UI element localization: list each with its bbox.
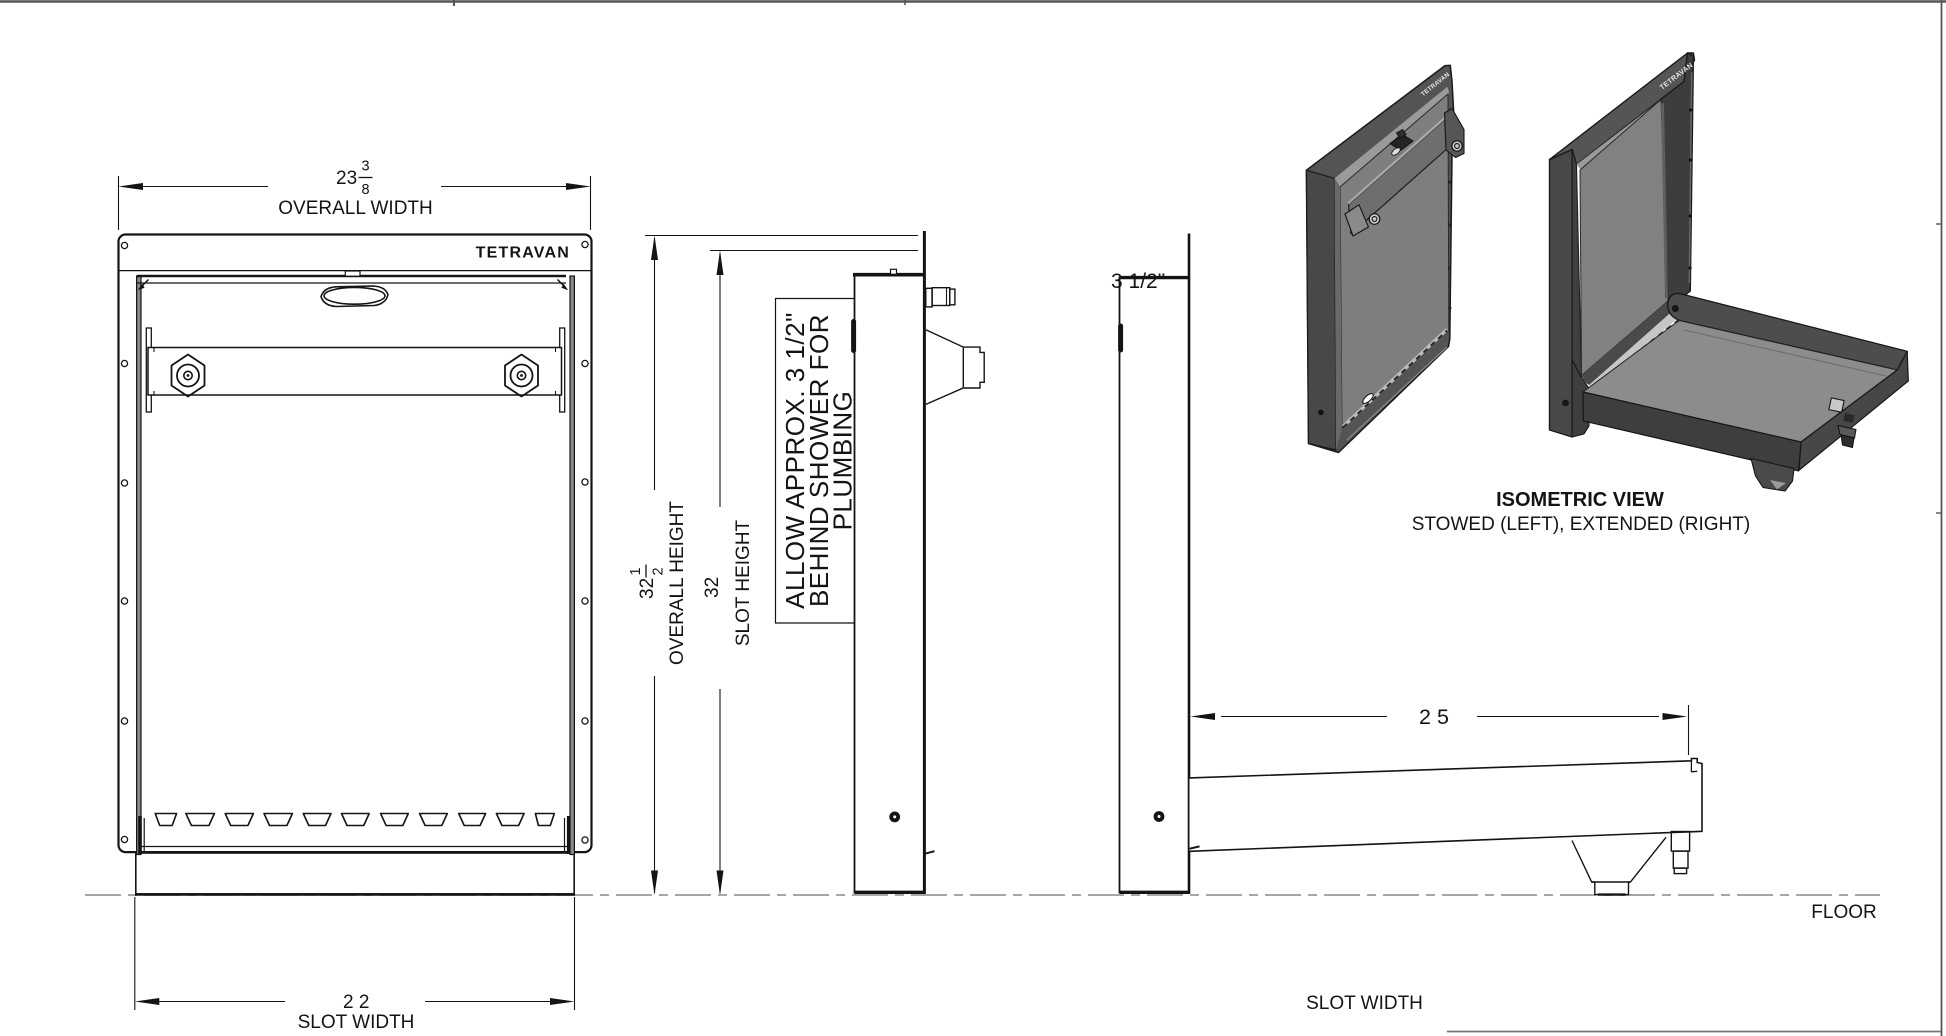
svg-text:OVERALL HEIGHT: OVERALL HEIGHT: [667, 501, 688, 665]
svg-text:3: 3: [361, 159, 369, 175]
svg-text:SLOT WIDTH: SLOT WIDTH: [1306, 993, 1423, 1014]
svg-text:STOWED (LEFT), EXTENDED (RIGHT: STOWED (LEFT), EXTENDED (RIGHT): [1412, 514, 1750, 535]
svg-text:BEHIND SHOWER FOR: BEHIND SHOWER FOR: [804, 314, 834, 607]
svg-text:32: 32: [702, 577, 723, 598]
svg-text:PLUMBING: PLUMBING: [828, 391, 858, 531]
svg-text:32: 32: [637, 578, 658, 599]
svg-text:8: 8: [361, 182, 369, 198]
svg-text:SLOT HEIGHT: SLOT HEIGHT: [733, 519, 754, 646]
svg-text:ISOMETRIC VIEW: ISOMETRIC VIEW: [1496, 489, 1664, 511]
svg-text:ALLOW APPROX. 3 1/2": ALLOW APPROX. 3 1/2": [780, 312, 810, 609]
svg-text:2: 2: [651, 567, 667, 575]
svg-text:23: 23: [336, 168, 357, 189]
svg-text:25: 25: [1419, 705, 1455, 729]
svg-text:TETRAVAN: TETRAVAN: [476, 245, 570, 262]
svg-text:SLOT WIDTH: SLOT WIDTH: [298, 1012, 415, 1033]
svg-text:FLOOR: FLOOR: [1811, 902, 1876, 923]
svg-text:2 2: 2 2: [343, 992, 369, 1013]
svg-text:3 1/2": 3 1/2": [1111, 270, 1165, 293]
svg-text:OVERALL WIDTH: OVERALL WIDTH: [278, 198, 433, 219]
svg-text:1: 1: [628, 567, 644, 575]
